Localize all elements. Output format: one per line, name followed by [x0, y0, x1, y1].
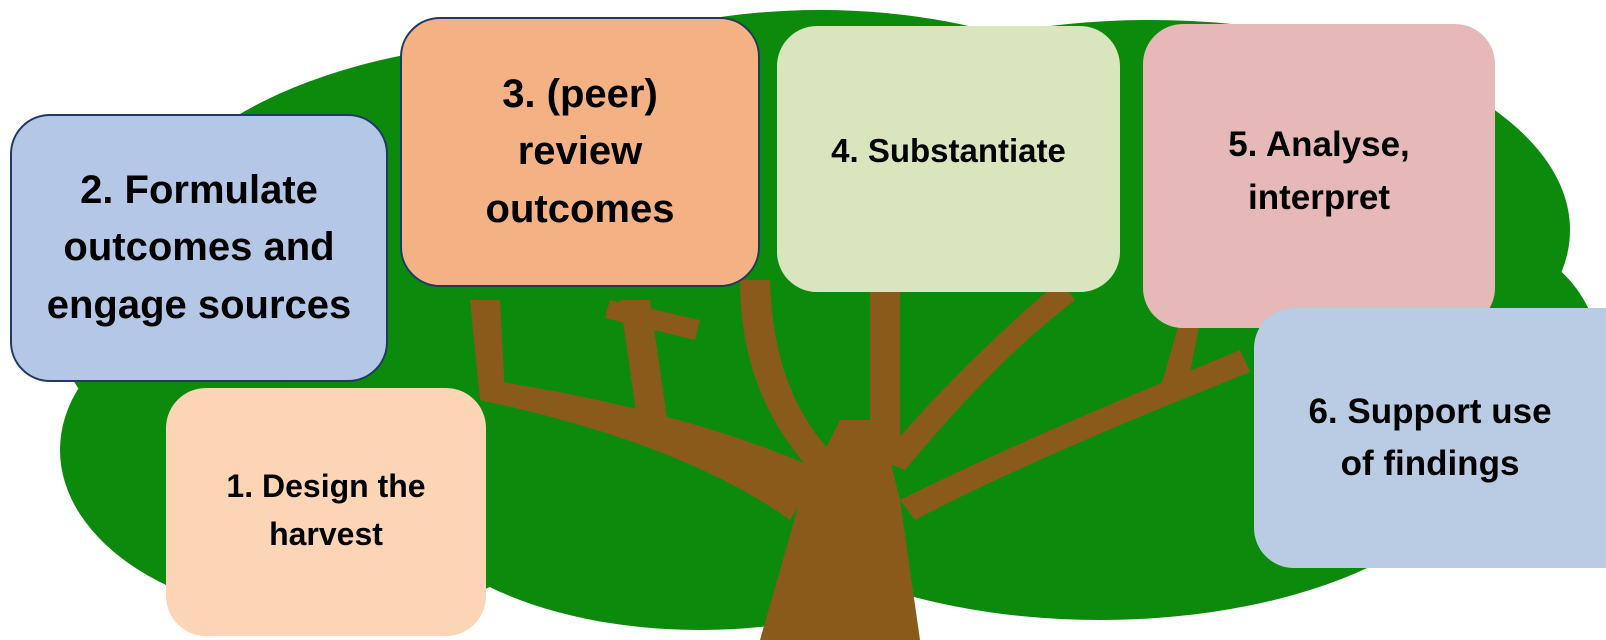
step-6-support-box: 6. Support use of findings — [1254, 308, 1606, 568]
step-1-design-box: 1. Design the harvest — [166, 388, 486, 636]
step-4-substantiate-box: 4. Substantiate — [777, 26, 1120, 292]
step-3-label: 3. (peer) review outcomes — [485, 72, 675, 231]
step-2-formulate-box: 2. Formulate outcomes and engage sources — [10, 114, 388, 382]
step-5-label: 5. Analyse, interpret — [1228, 125, 1410, 217]
step-5-analyse-box: 5. Analyse, interpret — [1143, 24, 1495, 328]
step-2-label: 2. Formulate outcomes and engage sources — [46, 168, 352, 327]
step-4-label: 4. Substantiate — [831, 132, 1066, 169]
step-1-label: 1. Design the harvest — [226, 468, 426, 552]
step-6-label: 6. Support use of findings — [1308, 391, 1552, 484]
step-3-review-box: 3. (peer) review outcomes — [400, 17, 760, 287]
tree-trunk — [470, 280, 1250, 640]
